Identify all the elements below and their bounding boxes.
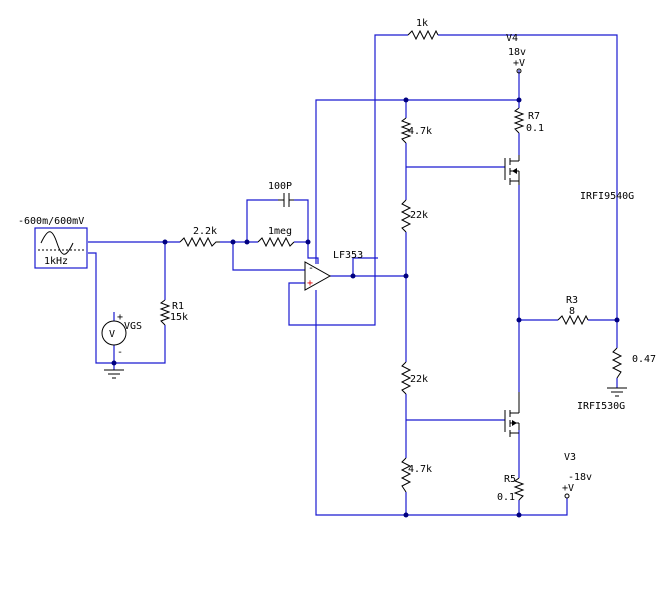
voltmeter-symbol: V <box>109 329 115 340</box>
resistor-r7-value: 0.1 <box>526 123 544 134</box>
resistor-divider-bottom[interactable] <box>400 361 412 395</box>
mosfet-p-channel-name: IRFI9540G <box>580 191 634 202</box>
mosfet-n-channel-name: IRFI530G <box>577 401 625 412</box>
opamp-plus-pin: + <box>307 278 313 289</box>
voltmeter-minus: - <box>117 347 123 358</box>
resistor-r3-value: 8 <box>569 306 575 317</box>
supply-v3-name: V3 <box>564 452 576 463</box>
voltmeter-name: VGS <box>124 321 142 332</box>
resistor-bias-top[interactable] <box>400 117 412 144</box>
mosfet-n-channel[interactable] <box>504 392 520 437</box>
ground-symbol-left <box>104 369 124 379</box>
resistor-r5[interactable] <box>513 477 525 501</box>
resistor-input-value: 2.2k <box>193 226 217 237</box>
capacitor-feedback[interactable] <box>278 193 294 207</box>
resistor-divider-bottom-value: 22k <box>410 374 428 385</box>
opamp-name: LF353 <box>333 250 363 261</box>
supply-v4-name: V4 <box>506 33 518 44</box>
resistor-divider-top-value: 22k <box>410 210 428 221</box>
resistor-output-value: 0.47 <box>632 354 656 365</box>
resistor-divider-top[interactable] <box>400 199 412 233</box>
opamp-lf353[interactable] <box>304 261 332 291</box>
resistor-bias-bottom-value: 4.7k <box>408 464 432 475</box>
resistor-output[interactable] <box>611 347 623 379</box>
wires <box>88 34 618 516</box>
voltmeter-plus: + <box>117 312 123 323</box>
resistor-r1-value: 15k <box>170 312 188 323</box>
resistor-feedback[interactable] <box>257 236 295 248</box>
resistor-feedback-value: 1meg <box>268 226 292 237</box>
resistor-r7-name: R7 <box>528 111 540 122</box>
supply-v4-terminal <box>516 68 522 74</box>
resistor-r5-value: 0.1 <box>497 492 515 503</box>
supply-v3-symbol: +V <box>562 483 574 494</box>
resistor-bias-top-value: 4.7k <box>408 126 432 137</box>
source-frequency-label: 1kHz <box>44 256 68 267</box>
resistor-input[interactable] <box>179 236 220 248</box>
ground-symbol-right <box>607 387 627 397</box>
supply-v4-value: 18v <box>508 47 526 58</box>
sine-wave-icon <box>40 231 74 255</box>
opamp-minus-pin: - <box>308 263 314 274</box>
supply-v3-terminal <box>564 493 570 499</box>
resistor-top-feedback[interactable] <box>407 29 439 41</box>
resistor-r7[interactable] <box>513 107 525 134</box>
voltmeter[interactable] <box>101 320 127 346</box>
junction-dots <box>111 97 620 518</box>
resistor-r3-name: R3 <box>566 295 578 306</box>
resistor-r1[interactable] <box>159 299 171 326</box>
capacitor-value: 100P <box>268 181 292 192</box>
source-amplitude-label: -600m/600mV <box>18 216 84 227</box>
resistor-bias-bottom[interactable] <box>400 457 412 493</box>
supply-v3-value: -18v <box>568 472 592 483</box>
resistor-r5-name: R5 <box>504 474 516 485</box>
resistor-top-feedback-value: 1k <box>416 18 428 29</box>
supply-v4-symbol: +V <box>513 58 525 69</box>
ac-source[interactable] <box>34 227 88 269</box>
mosfet-p-channel[interactable] <box>504 155 520 185</box>
resistor-r1-name: R1 <box>172 301 184 312</box>
resistor-r3[interactable] <box>557 314 589 326</box>
